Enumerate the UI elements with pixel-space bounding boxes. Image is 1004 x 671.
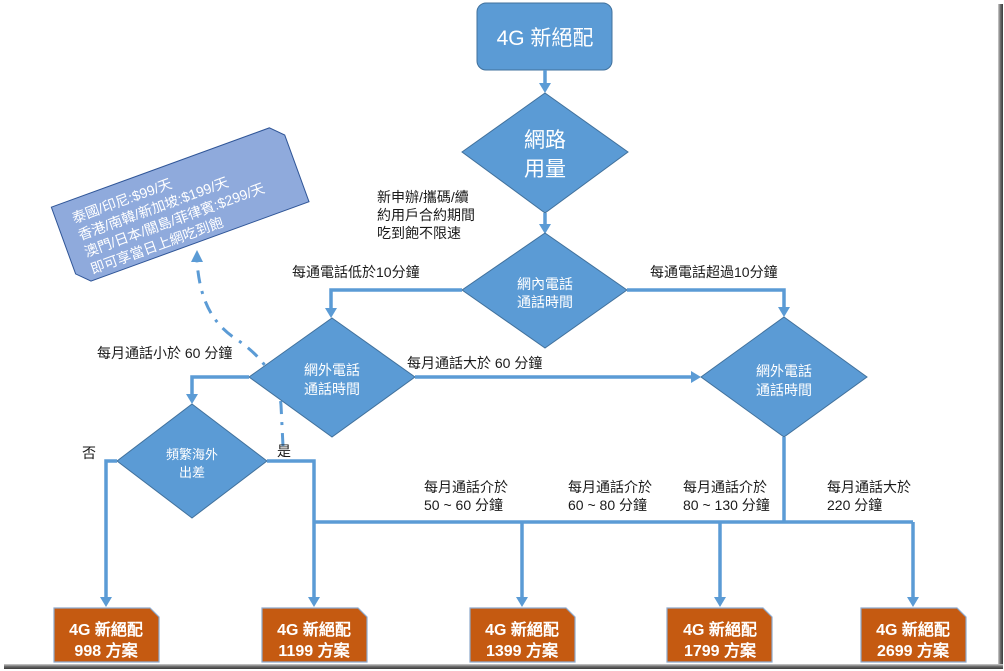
arrowhead (100, 597, 112, 607)
connector-onnet-high (627, 288, 786, 308)
decision-label: 頻繁海外 (166, 447, 218, 462)
edge-label: 吃到飽不限速 (377, 225, 461, 241)
label-over-220: 每月通話大於 220 分鐘 (827, 479, 911, 513)
diamond (116, 403, 268, 519)
edge-label: 每月通話介於 (568, 479, 652, 495)
plan-box (261, 607, 368, 663)
start-label: 4G 新絕配 (497, 27, 594, 50)
plan-name: 4G 新絕配 (876, 620, 950, 639)
connector-monthly-under-60 (190, 375, 249, 395)
decision-label: 通話時間 (756, 382, 812, 398)
arrowhead (186, 394, 198, 404)
plan-name: 4G 新絕配 (485, 620, 559, 639)
connector-onnet-low (329, 288, 462, 309)
plan-name: 4G 新絕配 (69, 620, 143, 639)
decision-label: 通話時間 (304, 381, 360, 397)
plan-box (666, 607, 773, 663)
arrowhead (308, 597, 320, 607)
edge-label: 每月通話大於 (827, 479, 911, 495)
decision-onnet-call-time: 網內電話 通話時間 (461, 232, 628, 349)
unlimited-data-label: 新申辦/攜碼/續 約用戶合約期間 吃到飽不限速 (377, 189, 475, 241)
roaming-note: 泰國/印尼:$99/天 香港/南韓/新加坡:$199/天 澳門/日本/關島/菲律… (50, 127, 310, 282)
frame-shadow-right (998, 4, 1003, 669)
frame-shadow-bottom (4, 664, 1003, 669)
diamond (461, 92, 629, 214)
arrowhead (907, 597, 919, 607)
diamond (248, 317, 416, 438)
label-range-80-130: 每月通話介於 80 ~ 130 分鐘 (683, 479, 770, 513)
edge-label: 80 ~ 130 分鐘 (683, 497, 770, 513)
arrowhead (714, 597, 726, 607)
connector-yes (267, 459, 316, 598)
plan-1199: 4G 新絕配 1199 方案 (261, 607, 368, 663)
label-per-call-over-10: 每通電話超過10分鐘 (650, 264, 778, 280)
plan-name: 4G 新絕配 (683, 620, 757, 639)
decision-offnet-call-time-high: 網外電話 通話時間 (700, 316, 868, 438)
decision-label: 網路 (524, 129, 566, 152)
label-monthly-under-60: 每月通話小於 60 分鐘 (97, 345, 232, 361)
arrowhead (325, 308, 337, 318)
label-per-call-under-10: 每通電話低於10分鐘 (292, 264, 420, 280)
start-node: 4G 新絕配 (476, 2, 613, 71)
arrowhead (778, 307, 790, 317)
edge-label: 每月通話介於 (683, 479, 767, 495)
edge-label: 每月通話介於 (424, 479, 508, 495)
plan-price: 1799 方案 (684, 641, 757, 660)
plan-price: 1399 方案 (486, 641, 559, 660)
roaming-note-arrowhead (191, 250, 203, 262)
label-range-60-80: 每月通話介於 60 ~ 80 分鐘 (568, 479, 652, 513)
decision-label: 網內電話 (517, 276, 573, 292)
plan-998: 4G 新絕配 998 方案 (53, 607, 160, 663)
decision-network-usage: 網路 用量 (461, 92, 629, 214)
decision-label: 用量 (524, 158, 566, 181)
decision-label: 網外電話 (304, 362, 360, 378)
decision-frequent-overseas: 頻繁海外 出差 (116, 403, 268, 519)
plan-name: 4G 新絕配 (277, 620, 351, 639)
decision-offnet-call-time-low: 網外電話 通話時間 (248, 317, 416, 438)
edge-label: 220 分鐘 (827, 497, 882, 513)
plan-box (860, 607, 967, 663)
arrowhead (691, 371, 701, 383)
arrowhead (539, 224, 551, 234)
diamond (461, 232, 628, 349)
edge-label: 50 ~ 60 分鐘 (424, 497, 503, 513)
plan-price: 2699 方案 (877, 641, 950, 660)
plan-box (53, 607, 160, 663)
arrowhead (539, 83, 551, 93)
label-no: 否 (82, 445, 96, 461)
label-yes: 是 (277, 443, 291, 459)
roaming-note-box (50, 127, 310, 282)
label-range-50-60: 每月通話介於 50 ~ 60 分鐘 (424, 479, 508, 513)
decision-label: 出差 (179, 465, 205, 480)
arrowhead (516, 597, 528, 607)
edge-label: 新申辦/攜碼/續 (377, 189, 469, 205)
connector-no (104, 459, 117, 598)
edge-label: 約用戶合約期間 (377, 207, 475, 223)
roaming-note-connector (195, 261, 285, 447)
edge-label: 60 ~ 80 分鐘 (568, 497, 647, 513)
plan-2699: 4G 新絕配 2699 方案 (860, 607, 967, 663)
decision-label: 通話時間 (517, 294, 573, 310)
plan-box (469, 607, 576, 663)
plan-price: 1199 方案 (278, 641, 350, 660)
decision-label: 網外電話 (756, 363, 812, 379)
label-monthly-over-60: 每月通話大於 60 分鐘 (407, 355, 542, 371)
plan-1799: 4G 新絕配 1799 方案 (666, 607, 773, 663)
plan-price: 998 方案 (74, 641, 138, 660)
plan-1399: 4G 新絕配 1399 方案 (469, 607, 576, 663)
